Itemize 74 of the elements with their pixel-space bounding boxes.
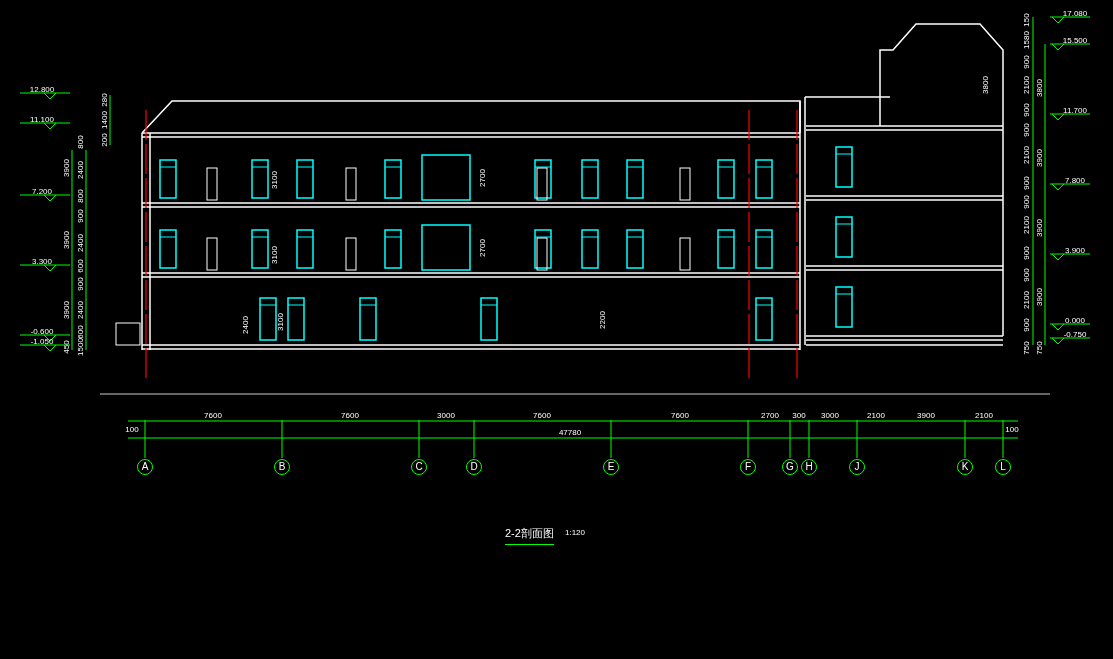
dimension-text: 900 [75, 277, 85, 291]
dimension-text: 800 [75, 189, 85, 203]
dimension-text: 450 [61, 340, 71, 354]
dimension-text: 2100 [975, 410, 993, 420]
dimension-text: 2100 [1021, 76, 1031, 94]
dimension-text: 1580 [1021, 31, 1031, 49]
dimension-text: 3000 [821, 410, 839, 420]
dimension-text: 2100 [1021, 291, 1031, 309]
dimension-text: 280 [99, 93, 109, 107]
dimension-text: 900 [1021, 55, 1031, 69]
dimension-text: 100 [1005, 424, 1019, 434]
elevation-text: 11.100 [30, 114, 54, 124]
dimension-text: 200 [99, 133, 109, 147]
elevation-text: 0.000 [1065, 315, 1085, 325]
dimension-text: 7600 [204, 410, 222, 420]
dimension-text: 3900 [61, 301, 71, 319]
dimension-text: 2700 [761, 410, 779, 420]
dimension-text: 3900 [1034, 288, 1044, 306]
scale-text: 1:120 [565, 527, 585, 537]
dimension-text: 800 [75, 135, 85, 149]
elevation-text: 12.800 [29, 84, 55, 94]
dimension-text: 900 [1021, 246, 1031, 260]
elevation-text: -0.600 [30, 326, 54, 336]
dimension-text: 7600 [533, 410, 551, 420]
dimension-text: 3800 [980, 76, 990, 94]
elevation-text: 17.080 [1062, 8, 1088, 18]
dimension-text: 900 [1021, 103, 1031, 117]
dimension-text: 2400 [75, 234, 85, 252]
elevation-text: -1.050 [30, 336, 54, 346]
dimension-text: 900 [75, 209, 85, 223]
dimension-text: 750 [1034, 341, 1044, 355]
dimension-text: 900 [1021, 123, 1031, 137]
dimension-text: 3100 [269, 246, 279, 264]
dimension-text: 150 [1021, 13, 1031, 27]
elevation-text: 11.700 [1063, 105, 1087, 115]
elevation-text: -0.750 [1063, 329, 1087, 339]
dimension-text: 47780 [558, 427, 582, 437]
elevation-text: 3.300 [32, 256, 52, 266]
dimension-text: 3800 [1034, 79, 1044, 97]
dimension-text: 7600 [671, 410, 689, 420]
dimension-text: 900 [1021, 195, 1031, 209]
elevation-text: 3.900 [1065, 245, 1085, 255]
dimension-text: 3100 [275, 313, 285, 331]
dimension-text: 3900 [917, 410, 935, 420]
elevation-text: 7.200 [32, 186, 52, 196]
dimension-text: 3000 [437, 410, 455, 420]
dimension-text: 2200 [597, 311, 607, 329]
dimension-text: 2700 [477, 169, 487, 187]
elevation-text: 7.800 [1065, 175, 1085, 185]
dimension-text: 100 [125, 424, 139, 434]
drawing-title: 2-2剖面图 [505, 526, 554, 545]
dimension-text: 1500 [75, 338, 85, 356]
dimension-text: 3100 [269, 171, 279, 189]
dimension-text: 600 [75, 325, 85, 339]
dimension-text: 1400 [99, 111, 109, 129]
dimension-text: 2100 [1021, 216, 1031, 234]
dimension-text: 300 [792, 410, 806, 420]
dimension-text: 3900 [61, 159, 71, 177]
dimension-text: 3900 [61, 231, 71, 249]
dimension-text: 900 [1021, 176, 1031, 190]
dimension-text: 600 [75, 259, 85, 273]
dimension-text: 2400 [75, 301, 85, 319]
dimension-text: 3900 [1034, 149, 1044, 167]
dimension-text: 2400 [75, 161, 85, 179]
elevation-text: 15.500 [1062, 35, 1088, 45]
dimension-text: 3900 [1034, 219, 1044, 237]
dimension-text: 900 [1021, 318, 1031, 332]
dimension-text: 2100 [867, 410, 885, 420]
dimension-text: 2100 [1021, 146, 1031, 164]
dimension-text: 750 [1021, 341, 1031, 355]
dimension-text: 2400 [240, 316, 250, 334]
dimension-text: 7600 [341, 410, 359, 420]
dimension-text: 2700 [477, 239, 487, 257]
dimension-text: 900 [1021, 268, 1031, 282]
